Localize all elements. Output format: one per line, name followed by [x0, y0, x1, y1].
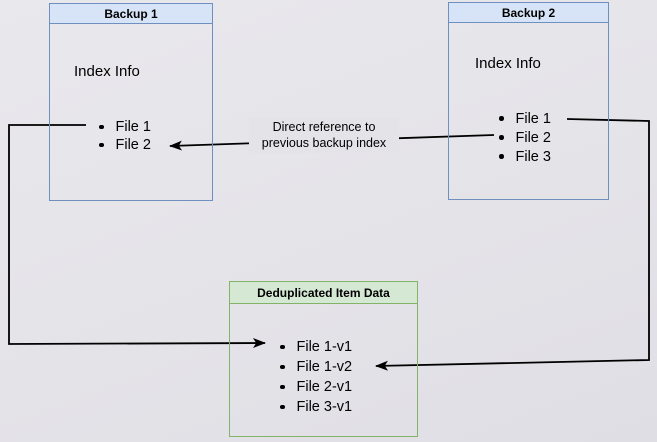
list-item: File 1 [99, 118, 151, 136]
backup1-file-list: File 1 File 2 [99, 118, 151, 154]
file-label: File 3 [515, 148, 551, 165]
arrow-backup1-file1-to-dedup [8, 124, 266, 349]
backup2-title: Backup 2 [501, 5, 556, 20]
dedup-box: Deduplicated Item Data File 1-v1 File 1-… [229, 281, 418, 437]
file-label: File 1-v2 [296, 359, 353, 375]
dedup-title: Deduplicated Item Data [257, 285, 390, 300]
backup1-header: Backup 1 [50, 4, 212, 24]
bullet-icon [280, 384, 285, 390]
list-item: File 1-v2 [280, 357, 352, 377]
backup1-title: Backup 1 [104, 6, 158, 21]
file-label: File 2-v1 [296, 379, 353, 395]
backup1-box: Backup 1 Index Info File 1 File 2 [49, 3, 213, 201]
bullet-icon [499, 135, 504, 140]
list-item: File 1-v1 [280, 337, 352, 357]
direct-reference-label: Direct reference to previous backup inde… [249, 118, 399, 153]
bullet-icon [280, 344, 285, 350]
bullet-icon [499, 154, 504, 159]
backup2-file-list: File 1 File 2 File 3 [499, 109, 551, 166]
backup2-box: Backup 2 Index Info File 1 File 2 File 3 [448, 2, 609, 200]
bullet-icon [280, 404, 285, 410]
file-label: File 1 [515, 110, 551, 127]
list-item: File 2 [99, 136, 151, 154]
file-label: File 1-v1 [296, 339, 353, 355]
file-label: File 3-v1 [296, 399, 353, 415]
list-item: File 1 [499, 109, 551, 128]
dedup-file-list: File 1-v1 File 1-v2 File 2-v1 File 3-v1 [280, 337, 352, 417]
list-item: File 3 [499, 147, 551, 166]
bullet-icon [99, 142, 104, 148]
backup2-index-info-label: Index Info [475, 55, 541, 72]
file-label: File 1 [115, 119, 151, 135]
bullet-icon [99, 124, 104, 130]
bullet-icon [280, 364, 285, 370]
list-item: File 2 [499, 128, 551, 147]
file-label: File 2 [515, 129, 551, 146]
backup2-header: Backup 2 [449, 3, 608, 23]
file-label: File 2 [115, 137, 151, 153]
backup1-index-info-label: Index Info [74, 63, 140, 80]
bullet-icon [499, 116, 504, 121]
list-item: File 3-v1 [280, 397, 352, 417]
list-item: File 2-v1 [280, 377, 352, 397]
dedup-header: Deduplicated Item Data [230, 282, 417, 304]
